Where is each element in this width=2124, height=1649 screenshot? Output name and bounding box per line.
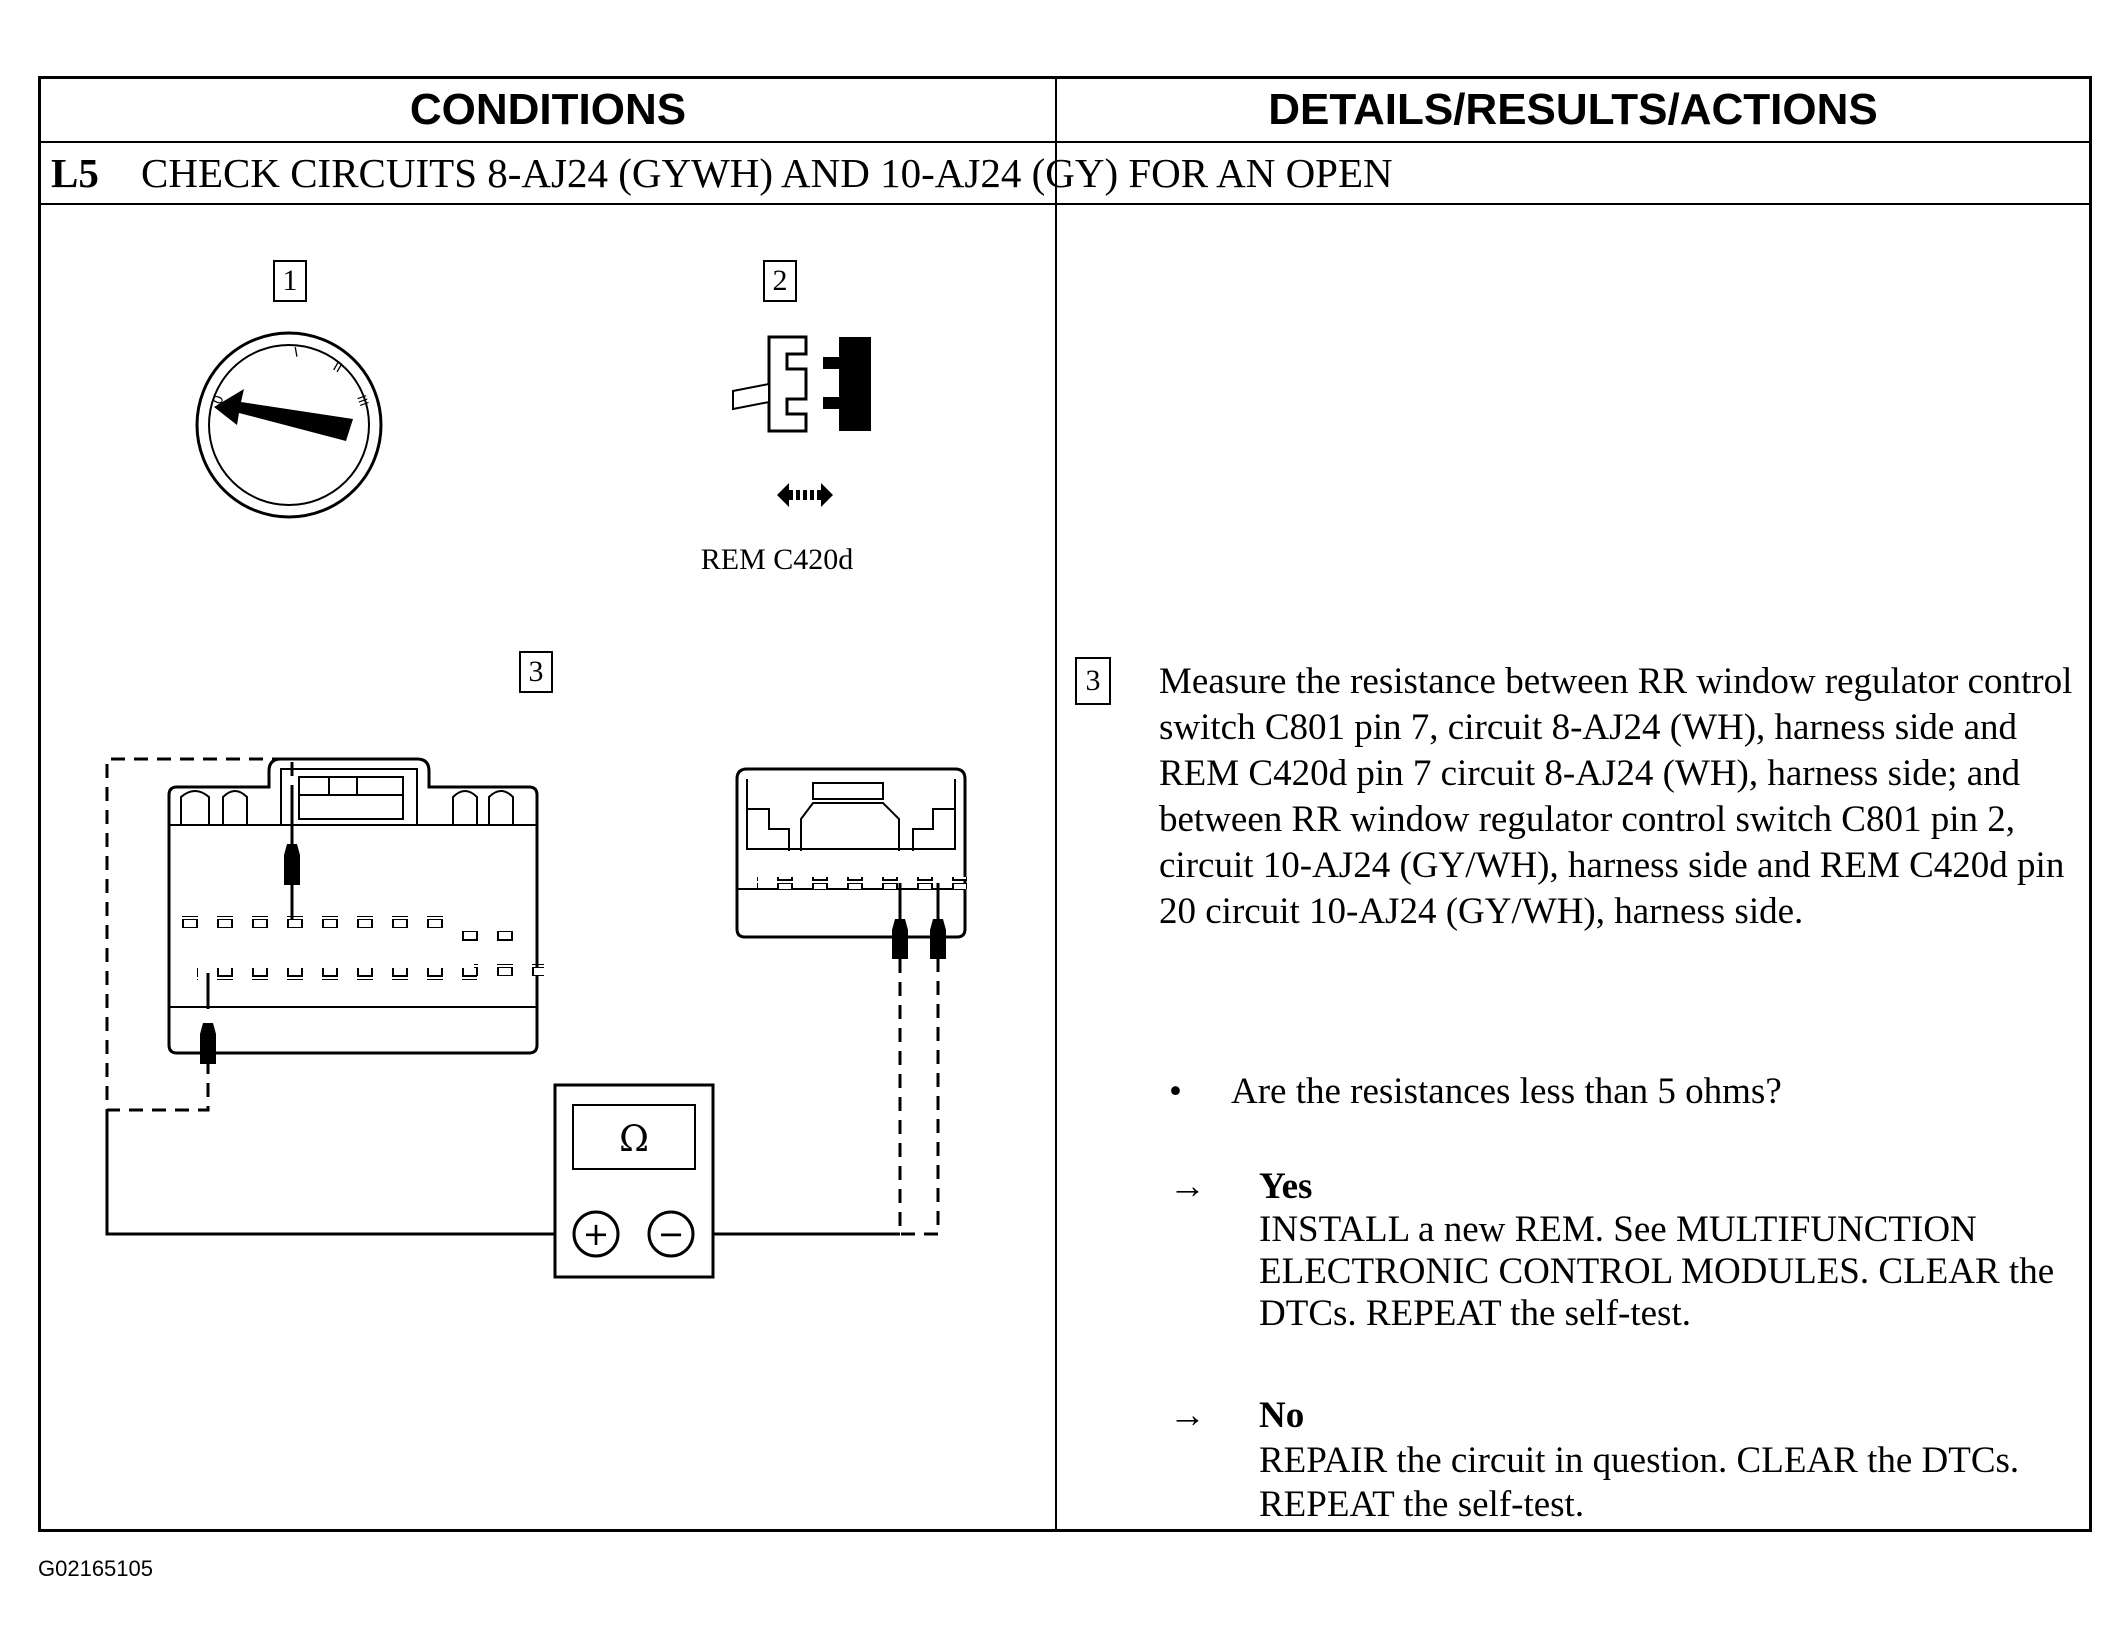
figure-id: G02165105	[38, 1556, 153, 1581]
probe-c420d-pin7-icon	[892, 883, 908, 959]
callout-1: 1	[273, 260, 307, 302]
callout-3: 3	[519, 651, 553, 693]
procedure-table: CONDITIONS DETAILS/RESULTS/ACTIONS L5 CH…	[38, 76, 2092, 1532]
no-arrow: →	[1169, 1395, 1206, 1436]
probe-c420d-pin20-icon	[930, 883, 946, 959]
yes-label: Yes	[1259, 1166, 1313, 1207]
connector-disconnect-icon	[732, 335, 871, 507]
step-title-row: L5 CHECK CIRCUITS 8-AJ24 (GYWH) AND 10-A…	[41, 143, 2089, 203]
probe-c801-pin7-icon	[284, 799, 300, 919]
yes-action: INSTALL a new REM. See MULTIFUNCTION ELE…	[1259, 1209, 2055, 1334]
conditions-header: CONDITIONS	[409, 85, 687, 134]
callout-2: 2	[763, 260, 797, 302]
title-divider	[41, 203, 2089, 205]
wiring-diagram: 0 I II III REM C420d	[105, 331, 967, 1279]
plus-terminal: +	[583, 1215, 610, 1253]
ignition-mark-start: III	[354, 393, 372, 408]
probe-c801-pin2-icon	[200, 973, 216, 1064]
details-step-number: 3	[1075, 657, 1111, 705]
ignition-mark-acc: I	[293, 344, 300, 360]
switch-connector-c801-icon	[167, 757, 544, 1055]
ohm-symbol: Ω	[619, 1119, 649, 1160]
rem-connector-c420d-icon	[735, 767, 967, 939]
column-divider	[1055, 79, 1057, 1529]
details-header: DETAILS/RESULTS/ACTIONS	[1268, 85, 1878, 134]
measure-instruction: Measure the resistance between RR window…	[1159, 661, 2073, 932]
header-divider	[41, 141, 2089, 143]
no-label: No	[1259, 1395, 1305, 1436]
no-action: REPAIR the circuit in question. CLEAR th…	[1259, 1440, 2020, 1525]
yes-arrow: →	[1169, 1166, 1206, 1207]
ohmmeter-icon: Ω + −	[553, 1083, 715, 1279]
question-bullet: •	[1169, 1071, 1182, 1112]
minus-terminal: −	[658, 1215, 685, 1253]
step-title: CHECK CIRCUITS 8-AJ24 (GYWH) AND 10-AJ24…	[141, 150, 1393, 196]
question-text: Are the resistances less than 5 ohms?	[1231, 1071, 1782, 1112]
connector-label: REM C420d	[701, 543, 854, 576]
step-id: L5	[51, 150, 99, 196]
ignition-switch-icon: 0 I II III	[195, 331, 383, 519]
